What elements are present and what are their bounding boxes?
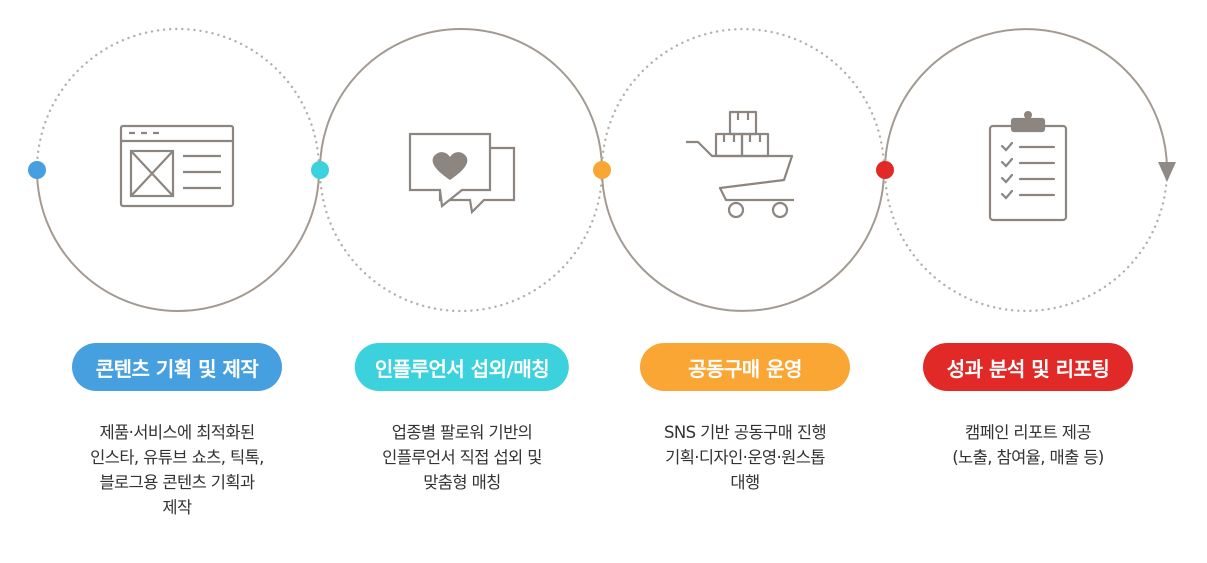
desc-line: SNS 기반 공동구매 진행 — [663, 423, 827, 442]
desc-line: 제품·서비스에 최적화된 — [99, 423, 255, 442]
desc-line: 인스타, 유튜브 쇼츠, 틱톡, — [90, 448, 264, 467]
dotted-arc — [600, 27, 886, 172]
solid-arc — [884, 28, 1168, 171]
step-node-dot — [28, 161, 46, 179]
dotted-arc — [883, 168, 1169, 313]
desc-line: 인플루언서 직접 섭외 및 — [382, 448, 542, 467]
step-node-dot — [593, 161, 611, 179]
step-node-dot — [311, 161, 329, 179]
heart-chat-icon — [322, 108, 602, 228]
arrow-down-icon — [1158, 162, 1176, 182]
step-description: SNS 기반 공동구매 진행 기획·디자인·운영·원스톱 대행 — [605, 420, 885, 495]
step-influencer-matching: 인플루언서 섭외/매칭 업종별 팔로워 기반의 인플루언서 직접 섭외 및 맞춤… — [322, 0, 602, 563]
desc-line: 맞춤형 매칭 — [423, 473, 501, 492]
desc-line: 대행 — [730, 473, 760, 492]
step-performance-reporting: 성과 분석 및 리포팅 캠페인 리포트 제공 (노출, 참여율, 매출 등) — [888, 0, 1168, 563]
desc-line: 제작 — [162, 498, 192, 517]
browser-wireframe-icon — [37, 108, 317, 228]
step-description: 업종별 팔로워 기반의 인플루언서 직접 섭외 및 맞춤형 매칭 — [322, 420, 602, 495]
desc-line: 캠페인 리포트 제공 — [965, 423, 1092, 442]
clipboard-checklist-icon — [888, 108, 1168, 228]
step-content-planning: 콘텐츠 기획 및 제작 제품·서비스에 최적화된 인스타, 유튜브 쇼츠, 틱톡… — [37, 0, 317, 563]
step-title-pill: 콘텐츠 기획 및 제작 — [72, 343, 282, 391]
step-title-pill: 인플루언서 섭외/매칭 — [354, 343, 570, 391]
step-group-buying: 공동구매 운영 SNS 기반 공동구매 진행 기획·디자인·운영·원스톱 대행 — [605, 0, 885, 563]
dotted-arc — [35, 27, 321, 172]
step-title-pill: 성과 분석 및 리포팅 — [923, 343, 1133, 391]
step-description: 캠페인 리포트 제공 (노출, 참여율, 매출 등) — [888, 420, 1168, 470]
solid-arc — [36, 169, 320, 312]
desc-line: (노출, 참여율, 매출 등) — [952, 448, 1104, 467]
desc-line: 업종별 팔로워 기반의 — [391, 423, 533, 442]
shopping-cart-boxes-icon — [605, 108, 885, 228]
step-node-dot — [876, 161, 894, 179]
desc-line: 기획·디자인·운영·원스톱 — [665, 448, 825, 467]
solid-arc — [319, 28, 603, 171]
desc-line: 블로그용 콘텐츠 기획과 — [99, 473, 255, 492]
solid-arc — [601, 169, 885, 312]
step-description: 제품·서비스에 최적화된 인스타, 유튜브 쇼츠, 틱톡, 블로그용 콘텐츠 기… — [37, 420, 317, 520]
dotted-arc — [318, 168, 604, 313]
step-title-pill: 공동구매 운영 — [640, 343, 850, 391]
